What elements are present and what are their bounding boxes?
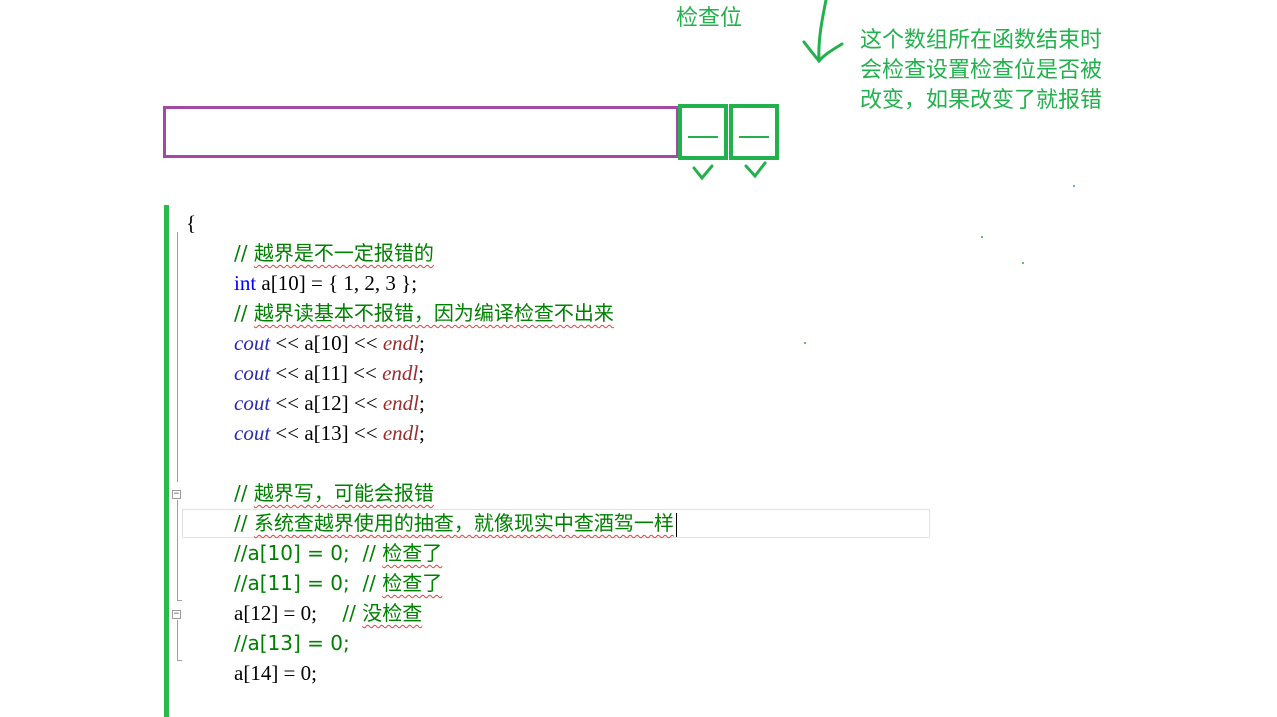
note-line: 会检查设置检查位是否被: [860, 58, 1103, 83]
comment: // 没检查: [317, 601, 423, 625]
identifier: cout: [234, 421, 271, 445]
comment-text: 越界写，可能会报错: [253, 481, 434, 505]
fold-guide: [177, 500, 178, 600]
checkmark-icon: [744, 161, 767, 179]
statement: << a[13] <<: [270, 421, 383, 445]
stray-dot: [981, 236, 983, 238]
comment: // 越界读基本不报错，因为编译检查不出来: [234, 301, 614, 325]
code-line: // 越界读基本不报错，因为编译检查不出来: [186, 298, 677, 328]
code-line: cout << a[12] << endl;: [186, 388, 677, 418]
statement: a[10] = { 1, 2, 3 };: [256, 271, 418, 295]
code-line: int a[10] = { 1, 2, 3 };: [186, 268, 677, 298]
statement: a[12] = 0;: [234, 601, 317, 625]
stray-dot: [804, 342, 806, 344]
identifier: endl: [382, 421, 419, 445]
comment: //a[13] = 0;: [234, 631, 350, 655]
checkmark-icon: [692, 164, 714, 181]
fold-guide-end: [177, 660, 182, 661]
code-line: // 越界写，可能会报错: [186, 478, 677, 508]
identifier: endl: [382, 391, 419, 415]
code-line: a[14] = 0;: [186, 658, 677, 688]
fold-toggle-icon[interactable]: −: [172, 609, 181, 619]
comment: //a[11] = 0; // 检查了: [234, 571, 443, 595]
stray-dot: [1073, 185, 1075, 187]
array-diagram-box: [163, 106, 679, 158]
comment: // 越界是不一定报错的: [234, 241, 434, 265]
code-editor[interactable]: { // 越界是不一定报错的 int a[10] = { 1, 2, 3 }; …: [186, 208, 677, 688]
identifier: cout: [234, 361, 271, 385]
punct: ;: [419, 421, 425, 445]
code-line-blank: [186, 448, 677, 478]
fold-toggle-icon[interactable]: −: [172, 489, 181, 499]
note-line: 改变，如果改变了就报错: [860, 88, 1103, 113]
code-line: {: [186, 208, 677, 238]
comment-text: 越界读基本不报错，因为编译检查不出来: [253, 301, 614, 325]
text-caret: [675, 513, 677, 538]
punct: ;: [419, 331, 425, 355]
note-line: 这个数组所在函数结束时: [860, 28, 1103, 53]
comment: //a[10] = 0; // 检查了: [234, 541, 443, 565]
keyword: int: [234, 271, 257, 295]
code-line: cout << a[11] << endl;: [186, 358, 677, 388]
canary-slot: [729, 104, 779, 160]
code-line: // 越界是不一定报错的: [186, 238, 677, 268]
punct: ;: [419, 391, 425, 415]
statement: a[14] = 0;: [234, 661, 317, 685]
code-line: cout << a[10] << endl;: [186, 328, 677, 358]
code-line: // 系统查越界使用的抽查，就像现实中查酒驾一样: [186, 508, 677, 538]
statement: << a[12] <<: [270, 391, 383, 415]
punct: ;: [418, 361, 425, 385]
current-line-highlight: [182, 509, 930, 538]
statement: << a[11] <<: [270, 361, 383, 385]
explanation-note: 这个数组所在函数结束时 会检查设置检查位是否被 改变，如果改变了就报错: [860, 26, 1102, 116]
comment-text: 系统查越界使用的抽查，就像现实中查酒驾一样: [253, 511, 674, 535]
brace: {: [186, 211, 197, 235]
identifier: cout: [234, 391, 271, 415]
code-line: //a[10] = 0; // 检查了: [186, 538, 677, 568]
comment: // 越界写，可能会报错: [234, 481, 434, 505]
statement: << a[10] <<: [270, 331, 383, 355]
canary-slot: [678, 104, 728, 160]
fold-guide: [177, 620, 178, 660]
identifier: endl: [382, 331, 419, 355]
code-line: //a[13] = 0;: [186, 628, 677, 658]
code-line: //a[11] = 0; // 检查了: [186, 568, 677, 598]
fold-guide: [177, 232, 178, 482]
comment-text: 越界是不一定报错的: [253, 241, 434, 265]
canary-label: 检查位: [676, 6, 743, 31]
stray-dot: [1022, 262, 1024, 264]
comment: // 系统查越界使用的抽查，就像现实中查酒驾一样: [234, 511, 674, 535]
change-tracking-bar: [164, 205, 169, 717]
identifier: endl: [382, 361, 419, 385]
fold-guide-end: [177, 600, 182, 601]
identifier: cout: [234, 331, 271, 355]
code-line: cout << a[13] << endl;: [186, 418, 677, 448]
down-arrow-icon: [802, 0, 844, 64]
code-line: a[12] = 0; // 没检查: [186, 598, 677, 628]
